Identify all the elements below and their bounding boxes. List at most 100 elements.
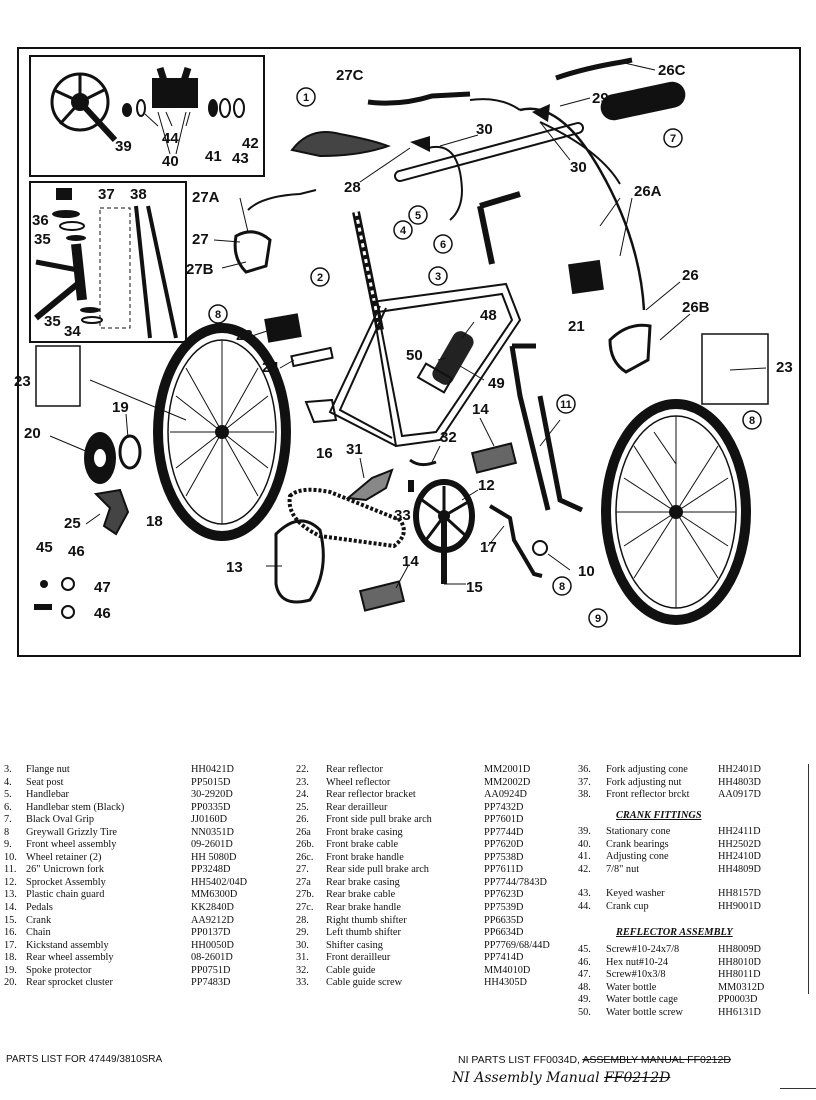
- part-number: 23.: [296, 776, 309, 788]
- callout-23a: 23: [14, 373, 31, 390]
- part-number: 15.: [4, 914, 17, 926]
- part-code: PP7744D: [484, 826, 524, 838]
- part-number: 19.: [4, 964, 17, 976]
- callout-42: 42: [242, 135, 259, 152]
- callout-31: 31: [346, 441, 363, 458]
- rear-derailleur-part: [93, 488, 130, 536]
- part-description: Rear brake casing: [326, 876, 400, 888]
- column-rule: [808, 764, 809, 994]
- corner-mark: [780, 1088, 816, 1089]
- part-number: 24.: [296, 789, 309, 801]
- part-code: AA9212D: [191, 914, 234, 926]
- reflector-bracket-part: [290, 346, 334, 368]
- callout-10: 10: [578, 563, 595, 580]
- part-description: Rear derailleur: [326, 801, 388, 813]
- front-derailleur-part: [345, 468, 394, 502]
- callout-38: 38: [130, 186, 147, 203]
- part-description: Chain: [26, 927, 51, 939]
- part-description: Front brake casing: [326, 826, 403, 838]
- callout-35b: 35: [44, 313, 61, 330]
- part-number: 42.: [578, 863, 591, 875]
- footer-assembly-note: NI PARTS LIST FF0034D, ASSEMBLY MANUAL F…: [458, 1054, 731, 1066]
- circled-2: 2: [317, 272, 323, 284]
- part-code: HH4803D: [718, 776, 761, 788]
- headset-inset: 37 38 36 35 35 34: [29, 181, 187, 343]
- part-code: PP7623D: [484, 889, 524, 901]
- part-number: 26b.: [296, 839, 315, 851]
- part-description: Left thumb shifter: [326, 927, 401, 939]
- part-code: HH8010D: [718, 956, 761, 968]
- part-code: PP7432D: [484, 801, 524, 813]
- callout-28: 28: [344, 179, 361, 196]
- part-row: 25. Rear derailleur PP7432D: [296, 802, 574, 815]
- part-number: 20.: [4, 977, 17, 989]
- part-description: Fork adjusting nut: [606, 776, 682, 788]
- part-code: AA0924D: [484, 789, 527, 801]
- part-number: 3.: [4, 764, 12, 775]
- part-code: MM4010D: [484, 964, 531, 976]
- part-description: Front brake handle: [326, 851, 404, 863]
- part-number: 25.: [296, 801, 309, 813]
- callout-27C: 27C: [336, 67, 364, 84]
- handlebar-stem-part: [477, 191, 521, 265]
- part-code: JJ0160D: [191, 814, 228, 826]
- part-number: 7.: [4, 814, 12, 826]
- part-number: 4.: [4, 776, 12, 788]
- part-description: Rear side pull brake arch: [326, 864, 429, 876]
- part-code: HH5402/04D: [191, 876, 248, 888]
- part-code: PP0137D: [191, 927, 231, 939]
- callout-50: 50: [406, 347, 423, 364]
- part-code: HH8009D: [718, 944, 761, 956]
- callout-44: 44: [162, 130, 179, 147]
- part-code: HH8157D: [718, 888, 761, 900]
- part-description: Black Oval Grip: [26, 814, 95, 826]
- part-code: HH8011D: [718, 969, 761, 981]
- part-number: 8: [4, 826, 10, 838]
- callout-36: 36: [32, 212, 49, 229]
- part-number: 37.: [578, 776, 591, 788]
- part-code: PP7769/68/44D: [484, 939, 550, 951]
- circled-9: 9: [595, 613, 601, 625]
- callout-29: 29: [592, 90, 609, 107]
- part-code: HH6131D: [718, 1006, 761, 1018]
- part-description: Front reflector brckt: [606, 789, 690, 801]
- part-description: Hex nut#10-24: [606, 956, 669, 968]
- part-description: Wheel reflector: [326, 776, 391, 788]
- callout-22: 22: [236, 327, 253, 344]
- part-description: Rear reflector bracket: [326, 789, 416, 801]
- front-brake-part: [608, 323, 652, 374]
- callout-27B: 27B: [186, 261, 214, 278]
- part-code: PP7620D: [484, 839, 524, 851]
- part-number: 44.: [578, 900, 591, 912]
- part-code: PP7744/7843D: [484, 876, 547, 888]
- part-number: 22.: [296, 764, 309, 775]
- part-number: 18.: [4, 952, 17, 964]
- kickstand-part: [488, 504, 543, 578]
- part-number: 11.: [4, 864, 17, 876]
- handwritten-text: NI Assembly Manual: [452, 1070, 600, 1086]
- part-code: HH 5080D: [191, 851, 237, 863]
- circled-11: 11: [560, 399, 572, 411]
- callout-32: 32: [440, 429, 457, 446]
- part-description: Front side pull brake arch: [326, 814, 432, 826]
- callout-26A: 26A: [634, 183, 662, 200]
- callout-35a: 35: [34, 231, 51, 248]
